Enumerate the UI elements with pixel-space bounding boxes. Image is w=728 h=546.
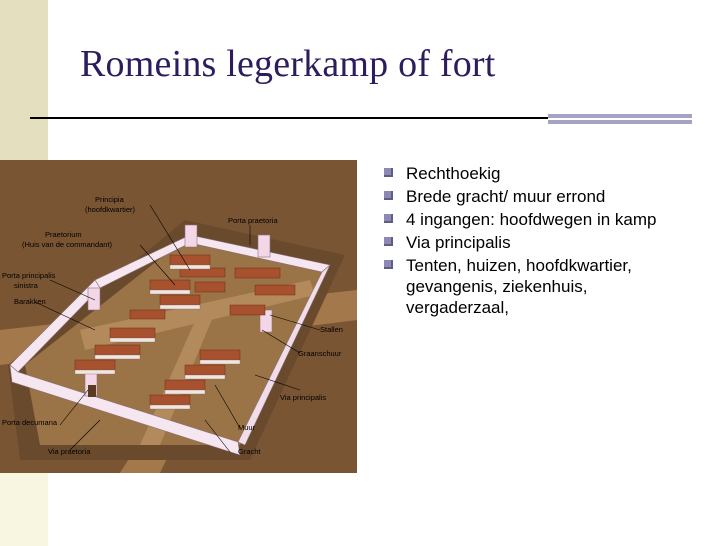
label-stallen: Stallen: [320, 325, 343, 334]
bullet-text: Rechthoekig: [406, 164, 501, 183]
bullet-text: Tenten, huizen, hoofdkwartier, gevangeni…: [406, 256, 632, 317]
label-barakken: Barakken: [14, 297, 46, 306]
slide-title: Romeins legerkamp of fort: [80, 43, 496, 85]
square-bullet-icon: [384, 237, 393, 246]
label-via-principalis: Via principalis: [280, 393, 326, 402]
label-gracht: Gracht: [238, 447, 261, 456]
label-praetorium: Praetorium: [45, 230, 82, 239]
title-accent-bar: [548, 114, 692, 124]
bullet-item: Tenten, huizen, hoofdkwartier, gevangeni…: [384, 255, 684, 318]
bullet-item: Brede gracht/ muur errond: [384, 186, 684, 207]
bullet-item: Via principalis: [384, 232, 684, 253]
square-bullet-icon: [384, 191, 393, 200]
bullet-list: Rechthoekig Brede gracht/ muur errond 4 …: [384, 163, 684, 320]
label-porta-principalis: Porta principalis: [2, 271, 56, 280]
bullet-text: Brede gracht/ muur errond: [406, 187, 606, 206]
fort-drawing: Principia (hoofdkwartier) Porta praetori…: [0, 195, 357, 473]
bullet-text: 4 ingangen: hoofdwegen in kamp: [406, 210, 657, 229]
label-via-praetoria: Via praetoria: [48, 447, 91, 456]
label-muur: Muur: [238, 423, 256, 432]
square-bullet-icon: [384, 168, 393, 177]
label-hoofdkwartier: (hoofdkwartier): [85, 205, 136, 214]
bullet-text: Via principalis: [406, 233, 511, 252]
bullet-item: 4 ingangen: hoofdwegen in kamp: [384, 209, 684, 230]
square-bullet-icon: [384, 260, 393, 269]
title-underline: [30, 117, 548, 119]
roman-fort-illustration: Principia (hoofdkwartier) Porta praetori…: [0, 160, 357, 473]
label-sinistra: sinistra: [14, 281, 39, 290]
label-huis-commandant: (Huis van de commandant): [22, 240, 113, 249]
bullet-item: Rechthoekig: [384, 163, 684, 184]
label-principia: Principia: [95, 195, 125, 204]
label-porta-decumana: Porta decumana: [2, 418, 58, 427]
left-decor-band-top: [0, 0, 48, 180]
label-porta-praetoria: Porta praetoria: [228, 216, 278, 225]
square-bullet-icon: [384, 214, 393, 223]
label-graanschuur: Graanschuur: [298, 349, 342, 358]
